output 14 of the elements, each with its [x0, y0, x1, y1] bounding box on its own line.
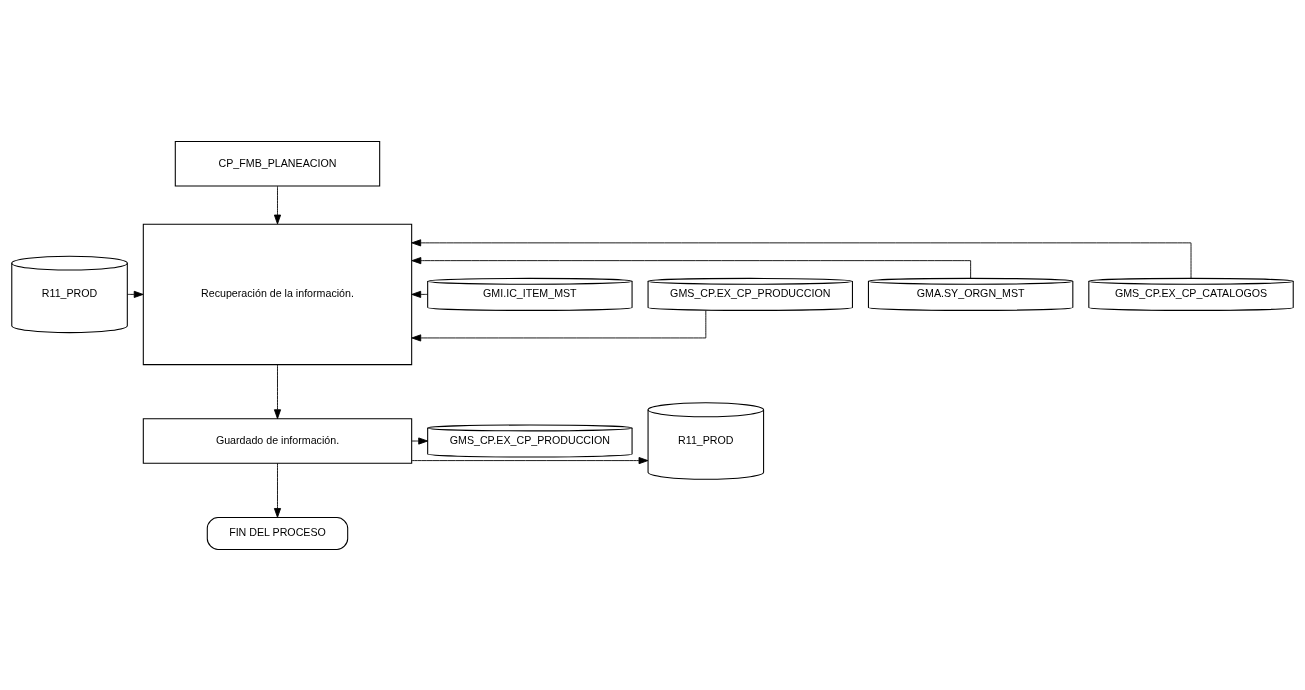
node-box: CP_FMB_PLANEACION [174, 140, 381, 187]
arrow [411, 256, 972, 279]
arrow [273, 363, 282, 419]
arrow [411, 238, 1192, 279]
arrow [411, 456, 649, 464]
arrow [411, 309, 707, 341]
arrow [411, 290, 429, 298]
node-box: Guardado de información. [142, 417, 413, 464]
node-box: Recuperación de la información. [142, 223, 413, 365]
arrow [273, 185, 282, 224]
arrow [411, 436, 429, 445]
arrow [273, 462, 282, 518]
arrow [127, 290, 144, 298]
node-box: FIN DEL PROCESO [206, 516, 349, 550]
